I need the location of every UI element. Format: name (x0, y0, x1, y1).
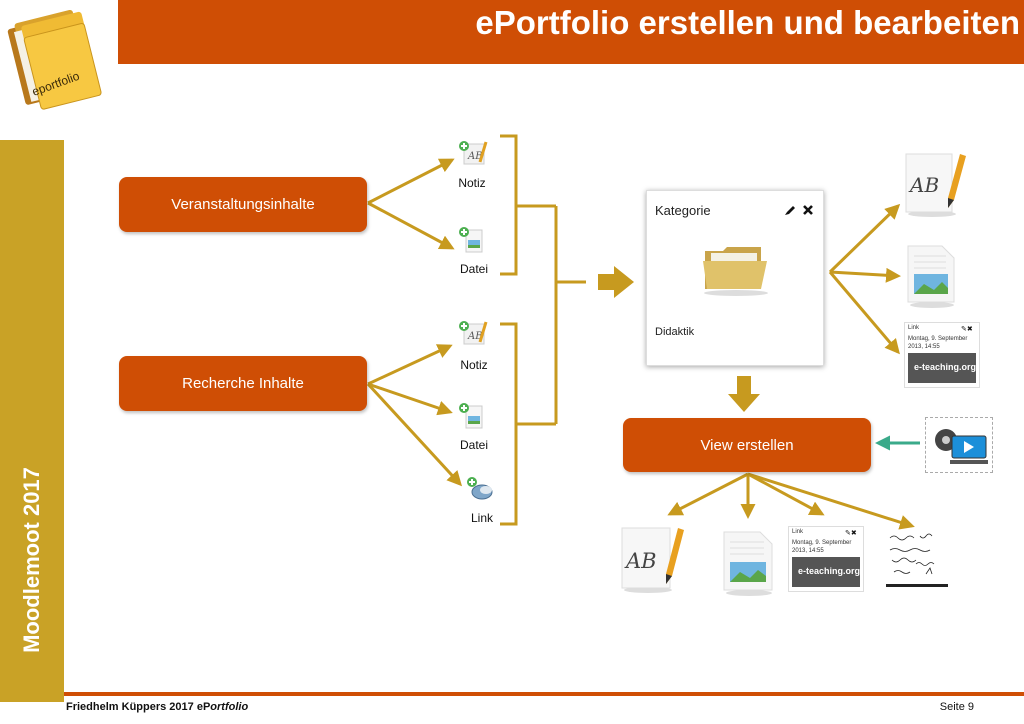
thumb-image: e-teaching.org (792, 557, 860, 587)
svg-text:AB: AB (467, 331, 483, 342)
svg-text:AB: AB (467, 151, 483, 162)
link-thumbnail: Link ✎✖ Montag, 9. September 2013, 14:55… (904, 322, 980, 388)
item-label-datei: Datei (459, 262, 488, 276)
edit-icon[interactable] (783, 203, 797, 217)
item-label-notiz: Notiz (458, 176, 486, 190)
link-add-icon[interactable] (466, 476, 496, 504)
arrow-src1-notiz (367, 158, 455, 205)
folder-icon (701, 241, 771, 297)
arrow-src2-notiz (367, 344, 453, 386)
arrow-src1-datei (367, 201, 455, 250)
arrow-view-note (747, 472, 915, 530)
item-label-datei: Datei (459, 438, 488, 452)
source-label: Recherche Inhalte (182, 375, 304, 392)
file-add-icon[interactable] (458, 226, 486, 254)
svg-text:AB: AB (908, 173, 939, 197)
arrow-card-file (829, 267, 901, 283)
big-arrow-to-card (598, 266, 634, 298)
page-title: ePortfolio erstellen und bearbeiten (475, 4, 1020, 41)
footer-author-italic: ortfolio (210, 701, 249, 713)
category-title: Kategorie (655, 203, 711, 218)
thumb-image: e-teaching.org (908, 353, 976, 383)
thumb-edit-icon: ✎✖ (845, 530, 857, 537)
thumb-title: Link (792, 529, 804, 535)
view-button-label: View erstellen (700, 436, 794, 454)
sidebar-band (0, 140, 64, 702)
category-card[interactable]: Kategorie Didaktik (646, 190, 824, 366)
footer-author: Friedhelm Küppers 2017 ePortfolio (66, 701, 248, 713)
arrow-src2-link (366, 382, 463, 487)
header-bar (118, 0, 1024, 64)
source-box-veranstaltung: Veranstaltungsinhalte (119, 177, 367, 232)
thumb-edit-icon: ✎✖ (961, 326, 973, 333)
arrow-src2-datei (367, 382, 453, 416)
video-icon (925, 417, 993, 473)
file-icon (722, 530, 776, 596)
source-box-recherche: Recherche Inhalte (119, 356, 367, 411)
thumb-brand: e-teaching.org (798, 566, 861, 576)
footer-line (64, 692, 1024, 696)
arrow-view-ab (667, 472, 749, 516)
page-number: Seite 9 (939, 701, 974, 713)
file-icon (906, 244, 958, 308)
footer-author-text: Friedhelm Küppers 2017 eP (66, 701, 211, 713)
note-add-icon[interactable]: AB (458, 140, 488, 168)
link-thumbnail: Link ✎✖ Montag, 9. September 2013, 14:55… (788, 526, 864, 592)
item-label-link: Link (470, 511, 493, 525)
eportfolio-logo: eportfolio (4, 4, 116, 132)
arrow-view-link (747, 472, 825, 516)
big-arrow-to-view (728, 376, 760, 412)
thumb-date: Montag, 9. September 2013, 14:55 (792, 540, 852, 554)
source-label: Veranstaltungsinhalte (171, 196, 315, 213)
category-subtitle: Didaktik (655, 326, 695, 338)
thumb-date: Montag, 9. September 2013, 14:55 (908, 336, 968, 350)
svg-text:AB: AB (624, 549, 657, 573)
item-label-notiz: Notiz (460, 358, 488, 372)
file-add-icon[interactable] (458, 402, 486, 430)
thumb-brand: e-teaching.org (914, 362, 977, 372)
note-add-icon[interactable]: AB (458, 320, 488, 348)
bracket-group1 (500, 134, 518, 276)
handwritten-note-thumbnail (886, 530, 948, 587)
note-icon: AB (904, 152, 968, 218)
note-icon: AB (620, 526, 686, 594)
view-create-button[interactable]: View erstellen (623, 418, 871, 472)
arrow-card-ab (828, 203, 901, 274)
thumb-title: Link (908, 325, 920, 331)
arrow-card-link (828, 271, 900, 355)
close-icon[interactable] (801, 203, 815, 217)
bracket-group2 (500, 322, 518, 526)
